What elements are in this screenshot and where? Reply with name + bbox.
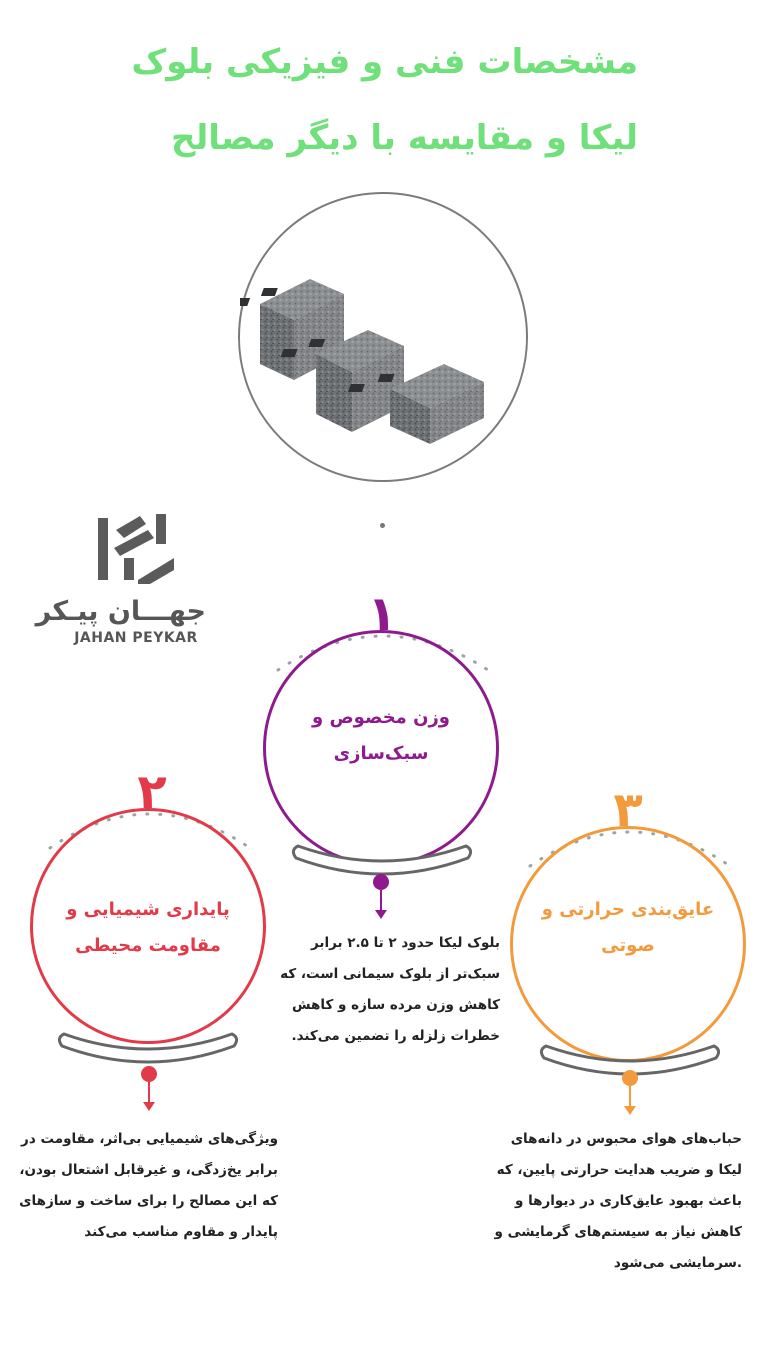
item-1-desc-line-2: سبک‌تر از بلوک سیمانی است، که — [280, 966, 500, 982]
item-1-description: بلوک لیکا حدود ۲ تا ۲.۵ برابر سبک‌تر از … — [270, 928, 500, 1052]
item-2-desc-line-4: پایدار و مقاوم مناسب می‌کند — [84, 1224, 278, 1240]
item-3-desc-line-5: .سرمایشی می‌شود — [613, 1255, 742, 1271]
item-2-label-line-1: پایداری شیمیایی و — [66, 899, 230, 920]
item-2-label-line-2: مقاومت محیطی — [75, 935, 221, 956]
item-3-desc-line-2: لیکا و ضریب هدایت حرارتی پایین، که — [496, 1162, 742, 1178]
item-2-label: پایداری شیمیایی و مقاومت محیطی — [45, 892, 251, 964]
item-1-desc-line-4: خطرات زلزله را تضمین می‌کند. — [291, 1028, 500, 1044]
brand-name-fa: جهـــان پیـکر — [35, 596, 206, 627]
item-3-desc-line-1: حباب‌های هوای محبوس در دانه‌های — [510, 1131, 742, 1147]
item-1-desc-line-1: بلوک لیکا حدود ۲ تا ۲.۵ برابر — [311, 935, 500, 951]
item-1-pin-line — [380, 890, 382, 912]
item-2-desc-line-1: ویژگی‌های شیمیایی بی‌اثر، مقاومت در — [21, 1131, 278, 1147]
item-2-description: ویژگی‌های شیمیایی بی‌اثر، مقاومت در براب… — [18, 1124, 278, 1248]
jahan-peykar-logo-icon — [98, 514, 174, 584]
item-2-pin-line — [148, 1082, 150, 1104]
page-title-line-1: مشخصات فنی و فیزیکی بلوک — [131, 42, 638, 82]
hero-image-circle — [233, 192, 528, 482]
item-3-label: عایق‌بندی حرارتی و صوتی — [525, 892, 731, 964]
item-3-arc-shape — [539, 1044, 721, 1076]
item-1-pin — [373, 874, 389, 890]
item-1-desc-line-3: کاهش وزن مرده سازه و کاهش — [291, 997, 500, 1013]
item-2-circle — [30, 808, 266, 1044]
item-3-label-line-1: عایق‌بندی حرارتی و — [541, 899, 715, 920]
item-2-arrow-icon — [143, 1102, 155, 1111]
item-2-desc-line-3: که این مصالح را برای ساخت و سازهای — [19, 1193, 278, 1209]
hero-dot — [380, 523, 385, 528]
item-1-arrow-icon — [375, 910, 387, 919]
item-3-desc-line-4: کاهش نیاز به سیستم‌های گرمایشی و — [494, 1224, 743, 1240]
item-3-description: حباب‌های هوای محبوس در دانه‌های لیکا و ض… — [490, 1124, 743, 1279]
item-2-arc-shape — [57, 1032, 239, 1064]
item-3-label-line-2: صوتی — [601, 935, 655, 956]
item-3-desc-line-3: باعث بهبود عایق‌کاری در دیوارها و — [514, 1193, 742, 1209]
item-1-label: وزن مخصوص و سبک‌سازی — [278, 700, 484, 772]
item-2-desc-line-2: برابر یخ‌زدگی، و غیرقابل اشتعال بودن، — [19, 1162, 278, 1178]
item-2-pin — [141, 1066, 157, 1082]
item-1-label-line-1: وزن مخصوص و — [312, 707, 450, 728]
item-1-dotted-arc — [276, 634, 490, 672]
brand-name-en: JAHAN PEYKAR — [74, 630, 198, 646]
item-3-pin-line — [629, 1086, 631, 1108]
lica-blocks-photo-icon — [233, 279, 484, 444]
page-title-line-2: لیکا و مقایسه با دیگر مصالح — [170, 118, 638, 158]
item-3-pin — [622, 1070, 638, 1086]
item-1-label-line-2: سبک‌سازی — [333, 743, 429, 764]
item-1-arc-shape — [291, 844, 473, 876]
item-3-arrow-icon — [624, 1106, 636, 1115]
